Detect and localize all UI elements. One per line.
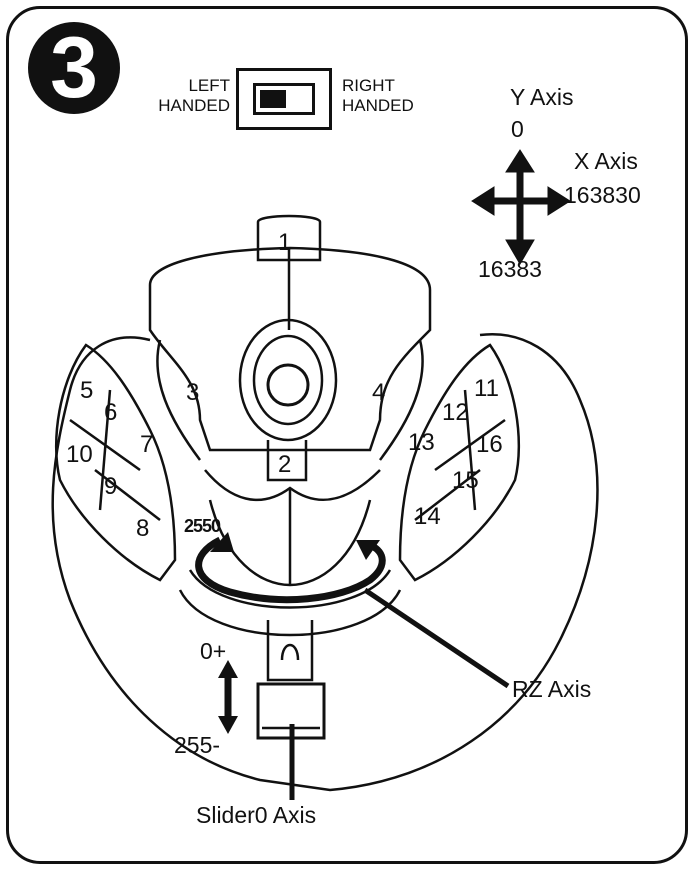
button-14-label: 14 xyxy=(414,503,441,530)
slider-min: 0+ xyxy=(200,638,227,664)
button-5-label: 5 xyxy=(80,377,93,404)
x-axis-label: X Axis xyxy=(574,148,638,174)
rz-arrow-head-right-icon xyxy=(356,540,380,560)
rz-axis-min: 0 xyxy=(211,516,221,536)
button-4-label: 4 xyxy=(372,379,385,406)
button-13-label: 13 xyxy=(408,429,435,456)
arrow-left-icon xyxy=(471,186,495,216)
rz-leader-line xyxy=(363,587,510,689)
slider-arrow-down-icon xyxy=(218,716,238,734)
y-axis-max: 16383 xyxy=(478,256,542,282)
slider-axis-label: Slider0 Axis xyxy=(196,802,317,828)
button-1-label: 1 xyxy=(278,229,291,256)
handedness-switch[interactable] xyxy=(236,68,332,130)
rz-axis-label: RZ Axis xyxy=(512,676,592,702)
left-handed-label: LEFT HANDED xyxy=(142,76,230,116)
button-11-label: 11 xyxy=(474,375,499,402)
x-axis-min: 16383 xyxy=(564,182,628,208)
button-numbers: 1 2 3 4 5 6 7 8 9 10 11 12 13 14 15 16 xyxy=(66,229,503,542)
rz-axis-max: 255 xyxy=(184,516,212,536)
x-axis-max: 0 xyxy=(627,182,641,208)
figure-frame xyxy=(6,6,688,864)
y-axis-min: 0 xyxy=(511,116,524,142)
switch-track xyxy=(253,83,315,115)
x-axis-range: 163830 xyxy=(564,182,641,209)
joystick-body xyxy=(51,214,599,792)
arrow-down-icon xyxy=(505,239,535,265)
left-handed-line-2: HANDED xyxy=(158,96,230,115)
switch-knob xyxy=(260,90,286,108)
xy-axis-cross xyxy=(471,149,571,265)
rz-rotation-arrow xyxy=(195,536,386,604)
slider-arrow-up-icon xyxy=(218,660,238,678)
left-handed-line-1: LEFT xyxy=(188,76,230,95)
button-2-label: 2 xyxy=(278,451,291,478)
arrow-right-icon xyxy=(547,186,571,216)
step-number-badge: 3 xyxy=(28,22,120,114)
button-3-label: 3 xyxy=(186,379,199,406)
button-7-label: 7 xyxy=(140,431,153,458)
button-10-label: 10 xyxy=(66,441,93,468)
button-12-label: 12 xyxy=(442,399,469,426)
button-6-label: 6 xyxy=(104,399,117,426)
button-16-label: 16 xyxy=(476,431,503,458)
arrow-up-icon xyxy=(505,149,535,173)
rz-arrow-head-left-icon xyxy=(210,532,234,552)
button-9-label: 9 xyxy=(104,473,117,500)
right-handed-line-2: HANDED xyxy=(342,96,414,115)
y-axis-label: Y Axis xyxy=(510,84,574,110)
button-15-label: 15 xyxy=(452,467,479,494)
rz-axis-range: 2550 xyxy=(184,516,221,537)
right-handed-label: RIGHT HANDED xyxy=(342,76,414,116)
right-handed-line-1: RIGHT xyxy=(342,76,395,95)
button-8-label: 8 xyxy=(136,515,149,542)
